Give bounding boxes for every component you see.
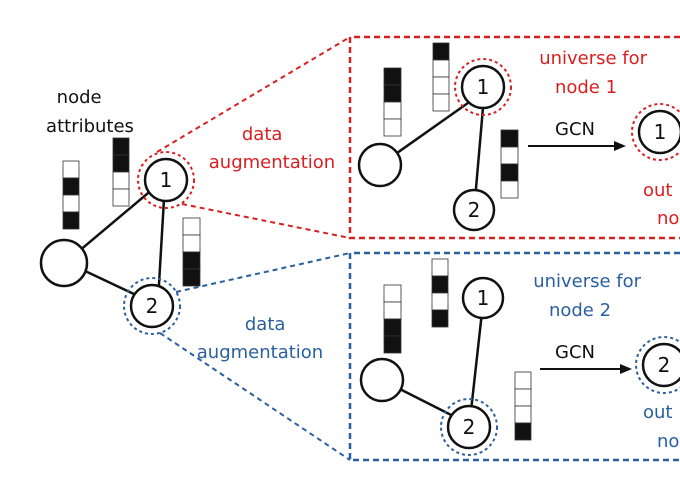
left-graph: 1 2 [39,151,195,335]
red-universe-node-2-label: 2 [468,198,481,222]
attr-vector-left-a [62,160,80,230]
blue-universe-graph: 1 2 [359,276,505,456]
blue-universe-box [348,251,680,462]
attr-vector-left-b [112,137,130,207]
attr-vector-left-c [182,217,201,287]
output-top-label: out no [643,180,679,229]
output-node-1 [637,109,680,155]
node-1-halo [137,151,195,209]
node-2-label: 2 [146,294,159,318]
attr-vector-blue-a [383,284,402,354]
gcn-top-label: GCN [555,119,595,140]
gcn-bottom-label: GCN [555,342,595,363]
gcn-bottom-arrow [540,364,632,374]
attr-vector-blue-b [431,258,449,328]
attr-vector-red-a [383,67,402,137]
red-projection-lines [156,36,351,239]
blue-universe-node-2-halo [440,398,498,456]
red-universe-node-2 [452,188,496,232]
node-2 [129,283,175,329]
unlabeled-node [39,238,89,288]
attr-vector-blue-c [514,371,532,441]
blue-projection-lines [159,252,351,461]
node-attributes-label: node attributes [46,87,134,137]
output-node-2-halo [635,336,680,394]
red-data-augmentation-label: data augmentation [209,124,335,173]
output-node-1-halo [631,103,680,161]
node-2-halo [123,277,181,335]
blue-universe-node-1 [461,276,505,320]
gcn-top-arrow [528,141,626,151]
red-universe-box [348,35,680,240]
blue-data-augmentation-label: data augmentation [197,314,323,363]
attr-vector-red-b [432,42,450,112]
node-1-label: 1 [160,168,173,192]
output-node-1-label: 1 [654,120,667,144]
output-bottom-label: out no [643,402,679,452]
red-universe-node-1-halo [454,58,512,116]
universe-node-2-label: universe for node 2 [533,271,647,321]
blue-universe-node-2-label: 2 [463,415,476,439]
node-1 [143,157,189,203]
red-universe-graph: 1 2 [357,58,512,232]
output-node-2 [641,342,680,388]
attr-vector-red-c [500,129,519,199]
universe-node-1-label: universe for node 1 [539,48,653,98]
output-node-2-label: 2 [658,353,671,377]
blue-universe-node-2 [446,404,492,450]
red-universe-node-1-label: 1 [477,75,490,99]
blue-universe-node-1-label: 1 [477,286,490,310]
red-universe-node-1 [460,64,506,110]
